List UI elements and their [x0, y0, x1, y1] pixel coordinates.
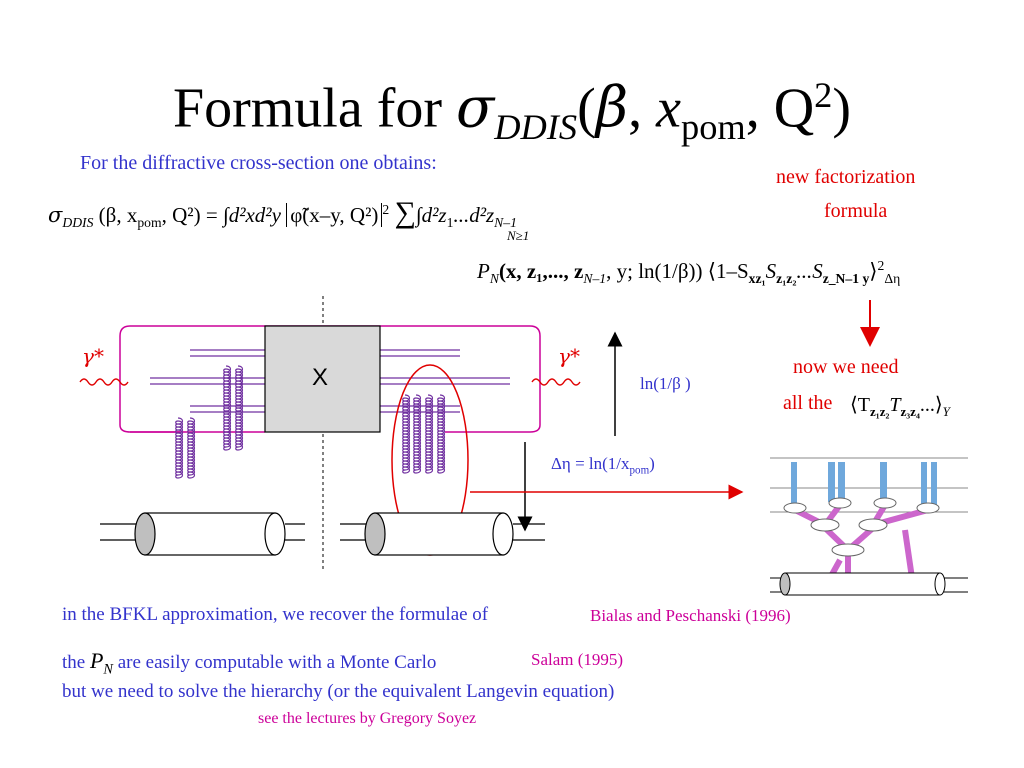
dipole-tree-figure — [770, 457, 968, 596]
formula-sum-sub-text: N≥1 — [507, 228, 530, 243]
gamma-left-label: γ* — [82, 344, 104, 369]
ref-soyez: see the lectures by Gregory Soyez — [258, 710, 477, 727]
formula-S3-sub: z_N–1 y — [822, 271, 870, 287]
gluon-coil — [425, 394, 434, 474]
T-sub1: z₁z₂ — [870, 404, 890, 419]
center-box-label: X — [312, 364, 329, 391]
note-now-we-need: now we need — [793, 356, 899, 378]
gluon-coil — [223, 365, 232, 451]
title-comma1: , — [628, 77, 657, 140]
delta-eta-sub: pom — [629, 464, 650, 477]
bottom-line-2: the PN are easily computable with a Mont… — [62, 648, 436, 678]
formula-P-args-end: , y; ln(1/β)) — [606, 259, 703, 283]
title-comma2: , Q — [745, 77, 815, 140]
intro-text: For the diffractive cross-section one ob… — [80, 152, 437, 174]
title-sub: DDIS — [494, 106, 578, 147]
formula-int2-sub1: 1 — [446, 215, 454, 231]
delta-eta-label: Δη = ln(1/xpom) — [551, 454, 655, 476]
gluon-ladders — [175, 365, 446, 479]
gluon-coil — [175, 417, 184, 479]
note-new-factorization-1: new factorization — [776, 166, 916, 188]
formula-sigma-sub: DDIS — [62, 215, 94, 231]
formula-P-args: (x, z₁,..., z — [498, 259, 584, 283]
formula-line2-sub: Δη — [884, 271, 901, 287]
formula-int2-mid: ...d²z — [453, 203, 495, 227]
ref-bialas-peschanski: Bialas and Peschanski (1996) — [590, 606, 791, 625]
title-close: ) — [832, 77, 852, 140]
title-beta: β — [595, 75, 629, 141]
formula-sum: ∑ — [394, 196, 416, 229]
formula-line-1: σDDIS (β, xpom, Q²) = ∫d²xd²y φ̃(x–y, Q²… — [48, 196, 517, 231]
formula-sigma: σ — [48, 203, 63, 227]
formula-S1-sub: xz₁ — [748, 271, 766, 287]
dipole-lines — [150, 349, 510, 413]
amplitude-region — [119, 325, 541, 433]
T-sub2: z₃z₄ — [900, 404, 920, 419]
note-T-correlator: ⟨Tz₁z₂Tz₃z₄...⟩Y — [850, 392, 950, 420]
formula-abs-phi: φ̃(x–y, Q²) — [286, 203, 383, 227]
formula-args: (β, x — [98, 203, 138, 227]
T-open: ⟨T — [850, 394, 871, 416]
ln-beta-label: ln(1/β ) — [640, 374, 691, 393]
gluon-coil — [402, 394, 411, 474]
gluon-coil — [413, 394, 422, 474]
bottom-P: P — [89, 648, 104, 673]
formula-bracket-open: ⟨1–S — [707, 259, 749, 283]
page-title: Formula for σDDIS(β, xpom, Q2) — [0, 55, 1024, 167]
gluon-coil — [187, 417, 196, 479]
delta-eta-text: Δη = ln(1/x — [551, 454, 630, 473]
gluon-coil — [437, 394, 446, 474]
formula-int2: ∫d²z — [415, 203, 447, 227]
photon-left — [79, 378, 129, 386]
target-right — [340, 512, 545, 556]
title-sigma: σ — [456, 75, 495, 141]
title-x: x — [656, 77, 682, 140]
photon-right — [531, 378, 581, 386]
formula-int1: ∫d²xd²y — [222, 203, 281, 227]
formula-dots: ...S — [796, 259, 823, 283]
gamma-right-text: γ* — [558, 344, 580, 368]
formula-P-sub: N — [489, 271, 499, 287]
bottom-line-1: in the BFKL approximation, we recover th… — [62, 604, 489, 625]
formula-args-sub: pom — [137, 215, 162, 231]
formula-sum-sub: N≥1 — [507, 228, 529, 244]
formula-line2-sup: 2 — [877, 258, 885, 273]
gluon-coil — [235, 365, 244, 451]
formula-P: P — [477, 259, 490, 283]
bottom-line2-the: the — [62, 652, 86, 673]
gamma-left-text: γ* — [82, 344, 104, 368]
note-all-the: all the — [783, 392, 833, 414]
formula-phi: φ̃(x–y, Q²) — [290, 203, 379, 227]
bottom-P-sub: N — [103, 661, 113, 678]
T2: T — [889, 394, 901, 416]
T-Y: Y — [942, 404, 950, 419]
T-dots: ...⟩ — [919, 394, 943, 416]
formula-bracket-close: ⟩ — [869, 259, 878, 283]
target-left — [100, 512, 305, 556]
formula-int2-sub2: N–1 — [494, 215, 517, 231]
title-sup: 2 — [814, 75, 833, 115]
title-open: ( — [577, 77, 596, 140]
delta-eta-end: ) — [649, 454, 655, 473]
formula-sup: 2 — [382, 202, 390, 217]
note-new-factorization-2: formula — [824, 200, 888, 222]
diffractive-state-box — [264, 325, 381, 433]
formula-S2: S — [765, 259, 777, 283]
formula-P-args-sub: N–1 — [583, 271, 607, 287]
gamma-right-label: γ* — [558, 344, 580, 369]
formula-args-end: , Q²) = — [161, 203, 223, 227]
title-x-sub: pom — [681, 106, 746, 147]
title-prefix: Formula for — [172, 77, 457, 140]
bottom-line2-rest: are easily computable with a Monte Carlo — [117, 652, 437, 673]
formula-line-2: PN(x, z₁,..., zN–1, y; ln(1/β)) ⟨1–Sxz₁S… — [477, 258, 900, 287]
formula-S2-sub: z₁z₂ — [776, 271, 797, 287]
ref-salam: Salam (1995) — [531, 650, 624, 669]
bottom-line-3: but we need to solve the hierarchy (or t… — [62, 681, 615, 702]
